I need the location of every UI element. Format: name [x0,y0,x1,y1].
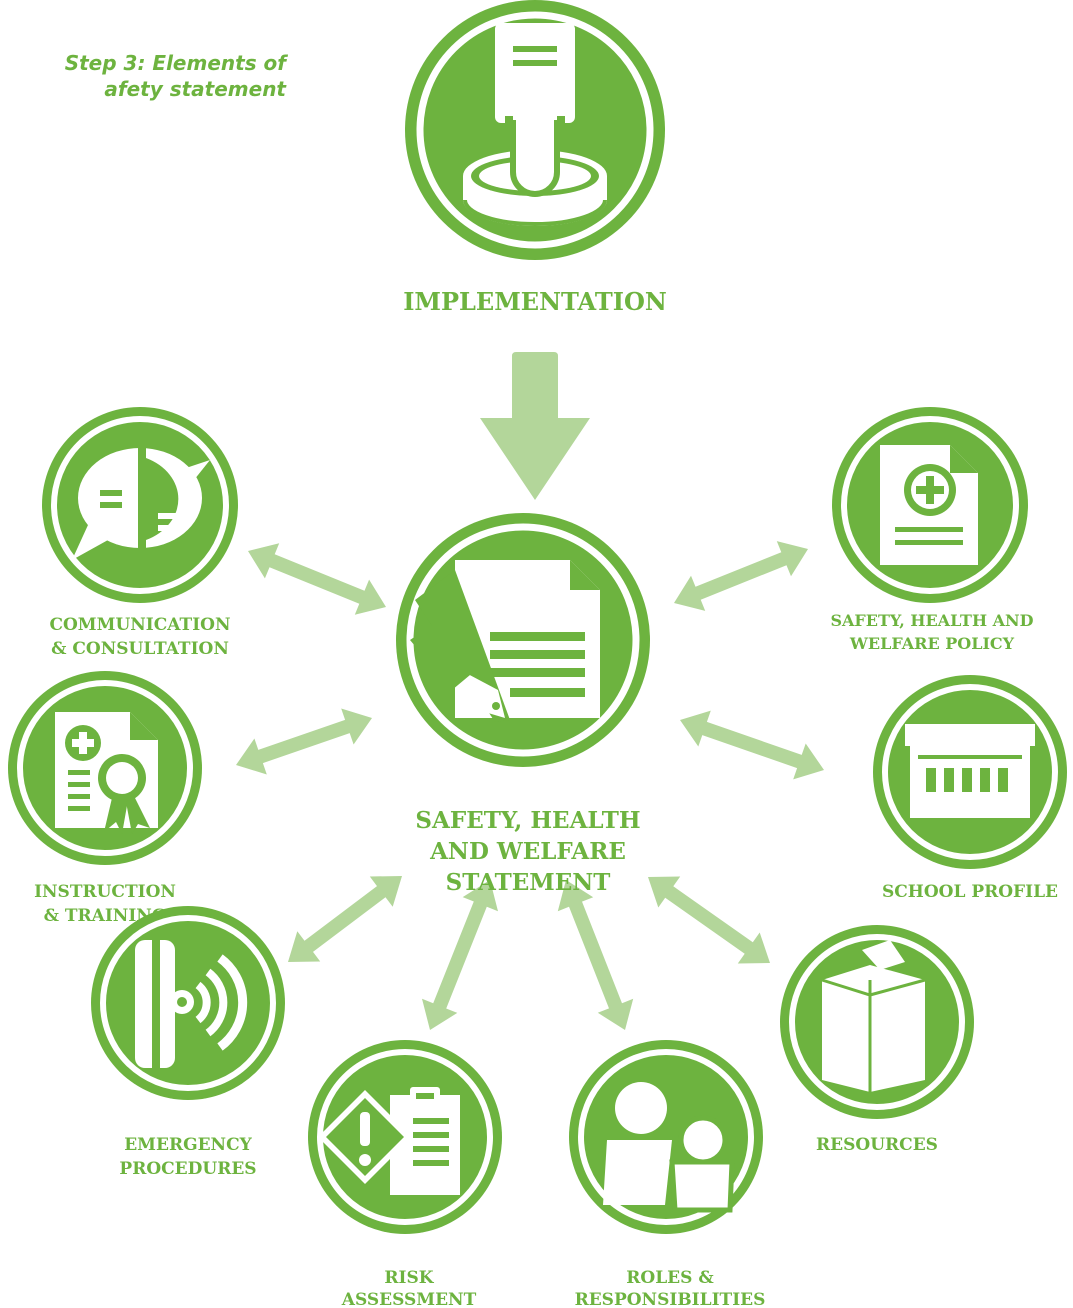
arrow-resources [648,876,770,964]
school-building-icon [905,724,1035,818]
document-search-icon [55,712,158,834]
instruction-node: INSTRUCTION & TRAINING [8,671,202,926]
policy-label-line1: SAFETY, HEALTH AND [830,611,1033,630]
emergency-label-line2: PROCEDURES [119,1159,256,1179]
arrow-emergency [288,876,402,962]
arrow-instruction [236,708,372,775]
communication-label-line1: COMMUNICATION [49,615,230,635]
risk-node: RISK ASSESSMENT [308,1040,502,1308]
implementation-node: IMPLEMENTATION [403,0,667,316]
emergency-node: EMERGENCY PROCEDURES [91,906,285,1179]
arrow-school [680,710,824,780]
roles-label-line1: ROLES & [626,1268,714,1288]
document-plus-icon [880,445,978,565]
communication-label-line2: & CONSULTATION [51,639,229,659]
risk-label-line2: ASSESSMENT [341,1290,477,1308]
box-icon [821,940,926,1092]
school-label: SCHOOL PROFILE [882,882,1058,902]
center-label-line1: SAFETY, HEALTH [415,807,640,834]
communication-node: COMMUNICATION & CONSULTATION [42,407,238,659]
title-line1: Step 3: Elements of [64,51,286,75]
implementation-label: IMPLEMENTATION [403,287,667,316]
risk-label-line1: RISK [384,1268,434,1288]
school-node: SCHOOL PROFILE [873,675,1067,902]
center-label-line2: AND WELFARE [429,838,626,865]
down-arrow [480,352,590,500]
warning-clipboard-icon [318,1087,460,1195]
instruction-label-line2: & TRAINING [44,906,167,926]
page-title: Step 3: Elements of afety statement [0,50,286,102]
emergency-label-line1: EMERGENCY [124,1135,252,1155]
roles-node: ROLES & RESPONSIBILITIES [569,1040,765,1308]
arrow-policy [674,541,808,611]
speech-bubble-icon [72,445,210,560]
resources-node: RESOURCES [780,925,974,1155]
document-pen-icon [410,560,600,722]
center-label-line3: STATEMENT [446,869,611,896]
arrow-roles [557,880,634,1030]
phone-ringing-icon [135,940,248,1068]
policy-label-line2: WELFARE POLICY [849,634,1015,653]
policy-node: SAFETY, HEALTH AND WELFARE POLICY [830,407,1034,653]
arrow-communication [248,543,386,615]
instruction-label-line1: INSTRUCTION [34,882,176,902]
arrow-risk [422,880,498,1030]
stamp-icon [463,23,607,226]
resources-label: RESOURCES [816,1135,938,1155]
people-icon [603,1082,735,1213]
roles-label-line2: RESPONSIBILITIES [575,1290,766,1308]
connector-arrows [236,541,824,1030]
title-line2: afety statement [104,77,286,101]
center-node: SAFETY, HEALTH AND WELFARE STATEMENT [396,513,650,896]
